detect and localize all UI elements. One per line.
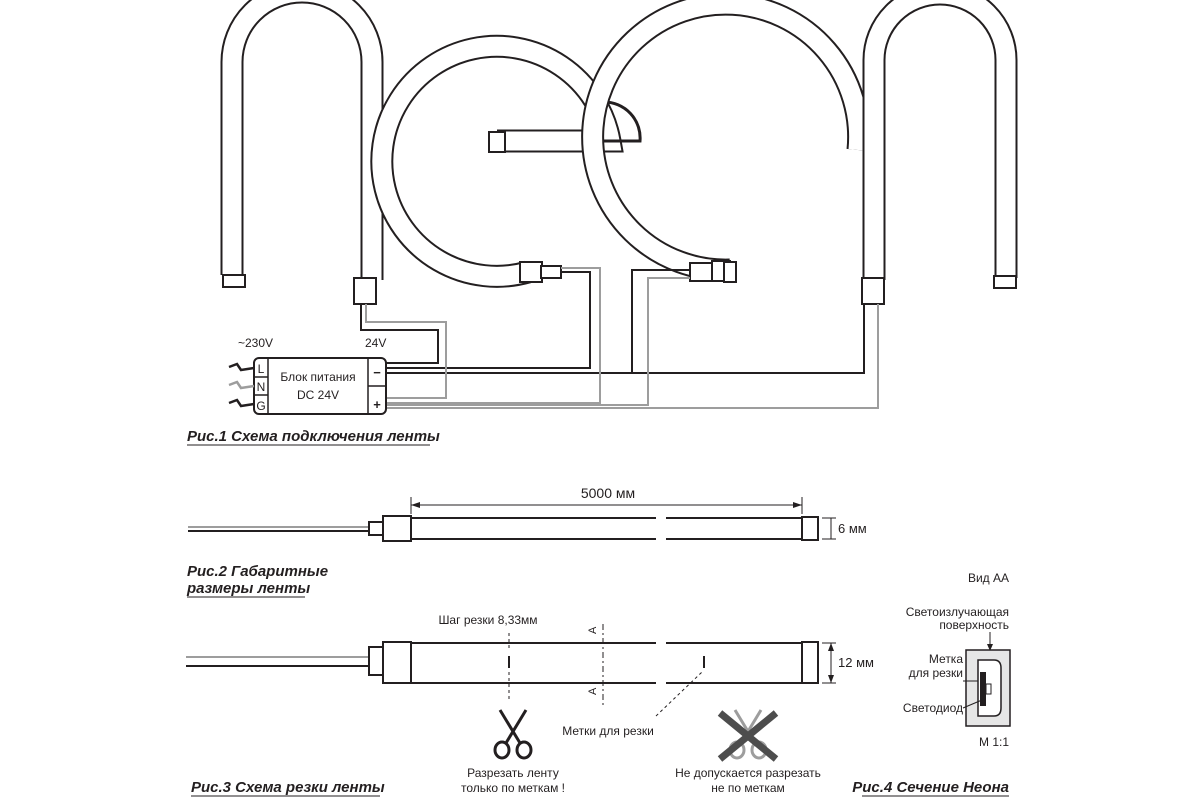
led-label: Светодиод	[903, 701, 963, 715]
cut-step-label: Шаг резки 8,33мм	[438, 613, 537, 627]
fig1-caption: Рис.1 Схема подключения ленты	[187, 428, 440, 445]
fig3-cutting-scheme: A A 12 мм Шаг резки 8,33мм Метки для рез…	[186, 613, 874, 797]
cut-ok-line1: Разрезать ленту	[467, 766, 559, 780]
terminal-g-label: G	[256, 399, 265, 413]
section-mark-top: A	[587, 626, 599, 634]
width-dimension-label: 12 мм	[838, 655, 874, 670]
power-supply-unit: L N G Блок питания DC 24V − +	[228, 357, 387, 415]
cut-forbidden-line2: не по меткам	[711, 781, 785, 795]
psu-plus-label: +	[373, 397, 381, 412]
left-u-neon-tube	[220, 0, 384, 305]
view-aa-label: Вид АА	[968, 571, 1009, 585]
psu-name-label: Блок питания	[280, 370, 355, 384]
cut-marks-label: Метки для резки	[562, 724, 654, 738]
crossed-scissors-icon	[717, 709, 779, 762]
right-circle-neon-tube	[581, 0, 871, 283]
cut-forbidden-line1: Не допускается разрезать	[675, 766, 821, 780]
ac-voltage-label: ~230V	[238, 336, 273, 350]
scissors-icon	[493, 709, 533, 760]
height-dimension-label: 6 мм	[838, 521, 867, 536]
positive-wires	[365, 267, 879, 409]
fig2-caption-line2: размеры ленты	[186, 580, 310, 597]
surface-label-line2: поверхность	[939, 618, 1009, 632]
fig4-cross-section: Вид АА Светоизлучающая поверхность Метка…	[852, 571, 1011, 797]
terminal-l-label: L	[258, 362, 265, 376]
fig3-caption: Рис.3 Схема резки ленты	[191, 779, 385, 796]
psu-voltage-label: DC 24V	[297, 388, 339, 402]
fig1-connection-scheme: L N G Блок питания DC 24V − + ~230V 24V …	[187, 0, 1018, 446]
fig2-caption-line1: Рис.2 Габаритные	[187, 563, 328, 580]
length-dimension-label: 5000 мм	[581, 485, 635, 501]
cut-ok-line2: только по меткам !	[461, 781, 565, 795]
cut-mark-label-line1: Метка	[929, 652, 963, 666]
right-u-neon-tube	[861, 0, 1018, 305]
negative-wires	[360, 269, 865, 374]
psu-minus-label: −	[373, 365, 381, 380]
neon-profile	[965, 649, 1011, 727]
fig4-caption: Рис.4 Сечение Неона	[852, 779, 1009, 796]
dc-voltage-label: 24V	[365, 336, 386, 350]
left-circle-neon-tube	[370, 34, 624, 288]
section-mark-bottom: A	[587, 687, 599, 695]
surface-label-line1: Светоизлучающая	[906, 605, 1009, 619]
terminal-n-label: N	[257, 380, 266, 394]
cut-mark-label-line2: для резки	[909, 666, 963, 680]
fig2-dimensions: 5000 мм 6 мм Рис.2 Габаритные размеры ле…	[186, 485, 867, 598]
scale-label: М 1:1	[979, 735, 1009, 749]
